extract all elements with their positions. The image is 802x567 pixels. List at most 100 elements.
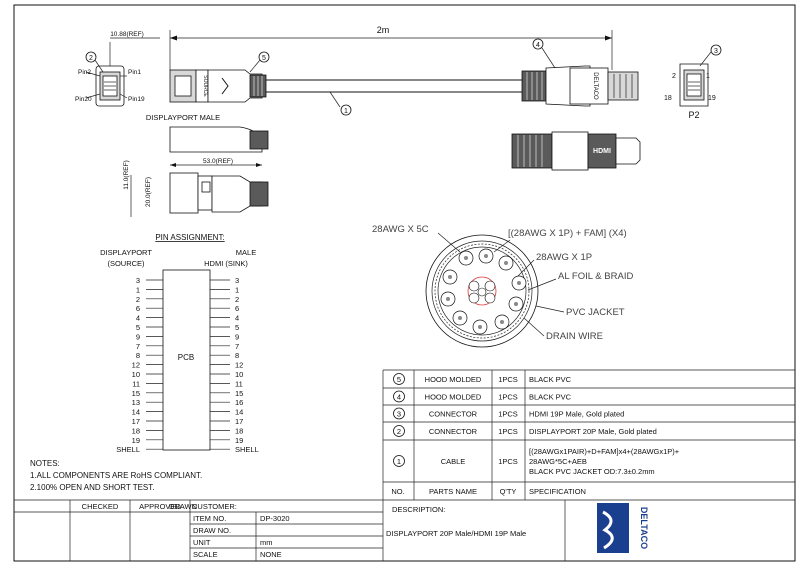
dp-connector-label: DISPLAYPORT MALE [146, 113, 220, 122]
pin-left-label: 13 [132, 398, 140, 407]
pin-right-label: SHELL [235, 445, 259, 454]
dp-end-face: Pin2 Pin1 Pin20 Pin19 2 [75, 51, 145, 107]
hdmi-header-1: MALE [236, 248, 256, 257]
length-label: 2m [377, 25, 390, 35]
svg-text:4: 4 [536, 42, 540, 49]
p2-label: P2 [688, 110, 699, 120]
pin-right-label: 12 [235, 361, 243, 370]
pin-left-label: 18 [132, 426, 140, 435]
pin19-label: Pin19 [128, 96, 145, 103]
svg-text:2: 2 [89, 55, 93, 62]
dim-11-label: 11.0(REF) [123, 160, 130, 190]
logo-text: DELTACO [639, 507, 649, 549]
item-no-label: ITEM NO. [193, 514, 226, 523]
pin-right-label: 6 [235, 304, 239, 313]
label-pair-fam: [(28AWG X 1P) + FAM] (X4) [508, 228, 627, 239]
pin-left-label: 3 [136, 276, 140, 285]
bom-qty: 1PCS [498, 410, 518, 419]
pin2-label: Pin2 [78, 69, 91, 76]
pin-left-label: 19 [132, 436, 140, 445]
bom-no-balloon [393, 425, 405, 437]
bom-spec: [(28AWGx1PAIR)+D+FAM]x4+(28AWGx1P)+ [529, 447, 680, 456]
notes-block: NOTES: 1.ALL COMPONENTS ARE RoHS COMPLIA… [30, 459, 202, 492]
dim-53-label: 53.0(REF) [203, 158, 233, 165]
hdmi-end-face: 2 1 18 19 P2 3 [664, 44, 722, 120]
pcb-label: PCB [178, 353, 194, 362]
bom-spec: BLACK PVC JACKET OD:7.3±0.2mm [529, 467, 655, 476]
hdmi-pin-18: 18 [664, 95, 672, 102]
hdmi-pin-19: 19 [708, 95, 716, 102]
pin-left-label: 7 [136, 342, 140, 351]
bom-spec: HDMI 19P Male, Gold plated [529, 410, 624, 419]
balloon-4 [532, 38, 544, 50]
checked-label: CHECKED [82, 502, 119, 511]
pin-left-label: 17 [132, 417, 140, 426]
bom-spec: 28AWG*5C+AEB [529, 457, 587, 466]
pin-right-label: 15 [235, 389, 243, 398]
svg-text:5: 5 [262, 55, 266, 62]
customer-label: CUSTOMER: [192, 502, 237, 511]
dp-connector-side [169, 126, 269, 153]
hdmi-connector-side: HDMI [511, 131, 641, 171]
pin-right-label: 8 [235, 351, 239, 360]
bom-no: 3 [397, 410, 401, 419]
dim-20-label: 20.0(REF) [145, 177, 152, 207]
pin-right-label: 9 [235, 332, 239, 341]
pin-left-label: 12 [132, 361, 140, 370]
length-dimension: 2m [169, 25, 613, 70]
pin-left-label: 10 [132, 370, 140, 379]
pin-right-label: 19 [235, 436, 243, 445]
label-28awg-5c: 28AWG X 5C [372, 224, 429, 235]
pin-left-label: 14 [132, 408, 140, 417]
pin-rows: 312645978121011151314171819SHELL31264597… [116, 276, 259, 454]
scale-value: NONE [260, 550, 282, 559]
bom-part: HOOD MOLDED [425, 375, 482, 384]
bom-part: HOOD MOLDED [425, 393, 482, 402]
bom-header-part: PARTS NAME [429, 487, 477, 496]
pin-left-label: 2 [136, 295, 140, 304]
svg-text:1: 1 [344, 108, 348, 115]
pin-left-label: SHELL [116, 445, 140, 454]
pin-right-label: 16 [235, 398, 243, 407]
dp-connector-dimensioned: 53.0(REF) 11.0(REF) 20.0(REF) [123, 158, 269, 217]
label-pvc-jacket: PVC JACKET [566, 307, 625, 318]
hdmi-connector-plan: DELTACO 4 [521, 38, 639, 107]
pin-left-label: 6 [136, 304, 140, 313]
bom-part: CONNECTOR [429, 410, 478, 419]
item-no-value: DP-3020 [260, 514, 290, 523]
note-1: 1.ALL COMPONENTS ARE RoHS COMPLIANT. [30, 471, 202, 480]
hdmi-header-2: HDMI (SINK) [204, 259, 248, 268]
bom-no-balloon [393, 390, 405, 403]
ref-width-label: 10.88(REF) [110, 31, 144, 38]
draw-no-label: DRAW NO. [193, 526, 231, 535]
dp-connector-plan: SOURCE 5 DISPLAYPORT MALE [146, 51, 270, 122]
balloon-1 [340, 104, 352, 116]
bom-header-no: NO. [391, 487, 404, 496]
hdmi-pin-1: 1 [706, 73, 710, 80]
description-label: DESCRIPTION: [392, 505, 445, 514]
bom-qty: 1PCS [498, 457, 518, 466]
pin1-label: Pin1 [128, 69, 141, 76]
unit-label: UNIT [193, 538, 211, 547]
pin-right-label: 17 [235, 417, 243, 426]
pin-right-label: 10 [235, 370, 243, 379]
source-label: SOURCE [202, 75, 208, 97]
cable-body: 1 [266, 79, 525, 116]
pin-left-label: 4 [136, 314, 140, 323]
bom-no-balloon [393, 407, 405, 420]
pin-right-label: 18 [235, 426, 243, 435]
label-28awg-1p: 28AWG X 1P [536, 252, 592, 263]
pin-right-label: 4 [235, 314, 239, 323]
pin-left-label: 9 [136, 332, 140, 341]
pin-right-label: 7 [235, 342, 239, 351]
pin-right-label: 5 [235, 323, 239, 332]
title-block: CHECKED APPROVED DRAWN CUSTOMER: ITEM NO… [14, 499, 649, 561]
bom-no: 2 [397, 427, 401, 436]
ref-width-dimension: 10.88(REF) [109, 31, 160, 70]
dp-header-1: DISPLAYPORT [100, 248, 152, 257]
note-2: 2.100% OPEN AND SHORT TEST. [30, 483, 155, 492]
deltaco-logo: DELTACO [597, 503, 649, 553]
bom-part: CABLE [441, 457, 466, 466]
